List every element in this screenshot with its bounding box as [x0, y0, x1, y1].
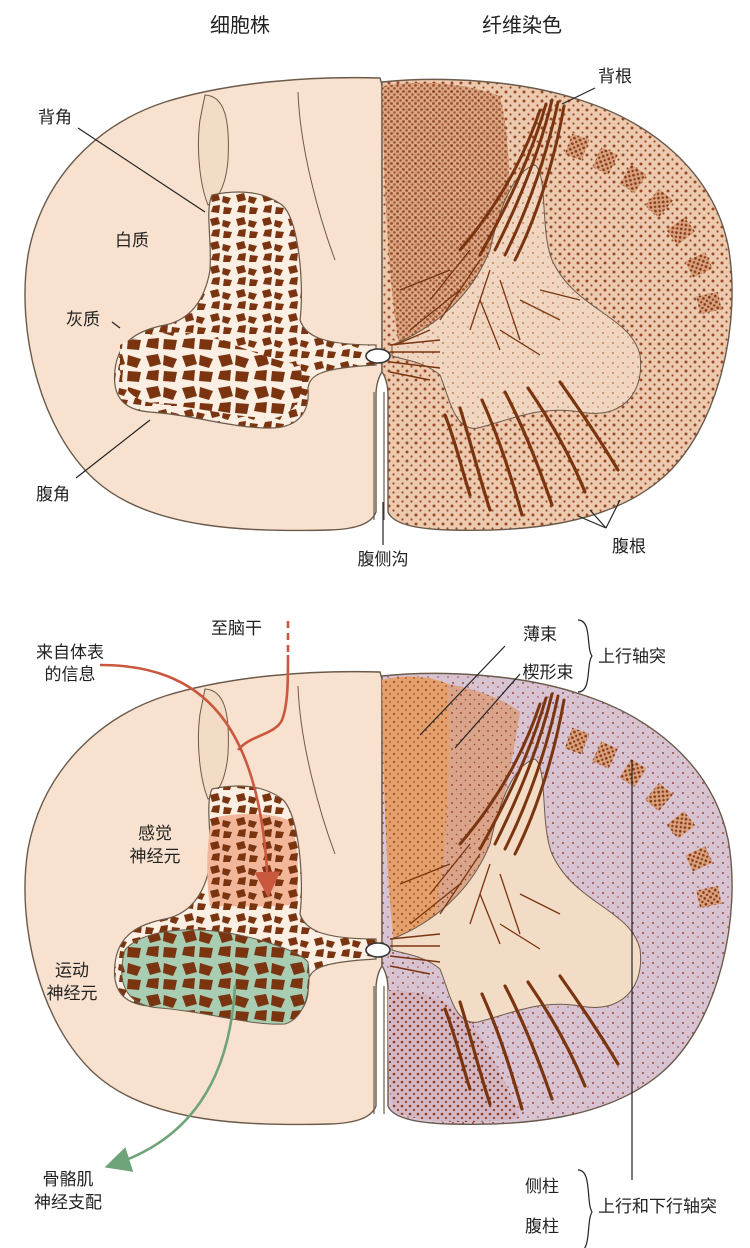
label-skeletal-1: 骨骼肌: [43, 1170, 94, 1190]
label-gracile: 薄束: [523, 625, 557, 645]
label-dorsal-horn: 背角: [38, 108, 72, 128]
label-from-body-2: 的信息: [45, 665, 96, 685]
label-ventral-column: 腹柱: [525, 1217, 559, 1237]
label-ventral-sulcus: 腹侧沟: [358, 550, 409, 570]
label-cuneate: 楔形束: [523, 663, 574, 683]
label-motor-2: 神经元: [47, 984, 98, 1004]
label-ascending-axons: 上行轴突: [598, 647, 666, 667]
label-white-matter: 白质: [115, 231, 149, 251]
label-sensory-1: 感觉: [138, 824, 172, 844]
label-ventral-root: 腹根: [612, 537, 646, 557]
label-motor-1: 运动: [55, 961, 89, 981]
label-dorsal-root: 背根: [598, 67, 632, 87]
label-to-brainstem: 至脑干: [211, 619, 262, 639]
brace-ascending: [578, 620, 592, 692]
central-canal-bottom: [366, 943, 390, 957]
label-skeletal-2: 神经支配: [34, 1193, 102, 1213]
label-asc-desc-axons: 上行和下行轴突: [598, 1197, 717, 1217]
label-lateral-column: 侧柱: [525, 1177, 559, 1197]
label-gray-matter: 灰质: [66, 310, 100, 330]
central-canal: [366, 349, 390, 363]
header-fiber-stain: 纤维染色: [482, 13, 562, 37]
sensory-neuron-region: [207, 814, 298, 907]
header-cell-stain: 细胞株: [210, 13, 270, 37]
bottom-panel: 至脑干 来自体表 的信息 感觉 神经元 运动 神经元 骨骼肌 神经支配 薄束 楔…: [25, 619, 732, 1248]
top-panel: 细胞株 纤维染色: [25, 13, 732, 570]
label-ventral-horn: 腹角: [36, 485, 70, 505]
label-from-body-1: 来自体表: [36, 643, 104, 663]
brace-asc-desc: [578, 1170, 592, 1248]
label-sensory-2: 神经元: [130, 847, 181, 867]
